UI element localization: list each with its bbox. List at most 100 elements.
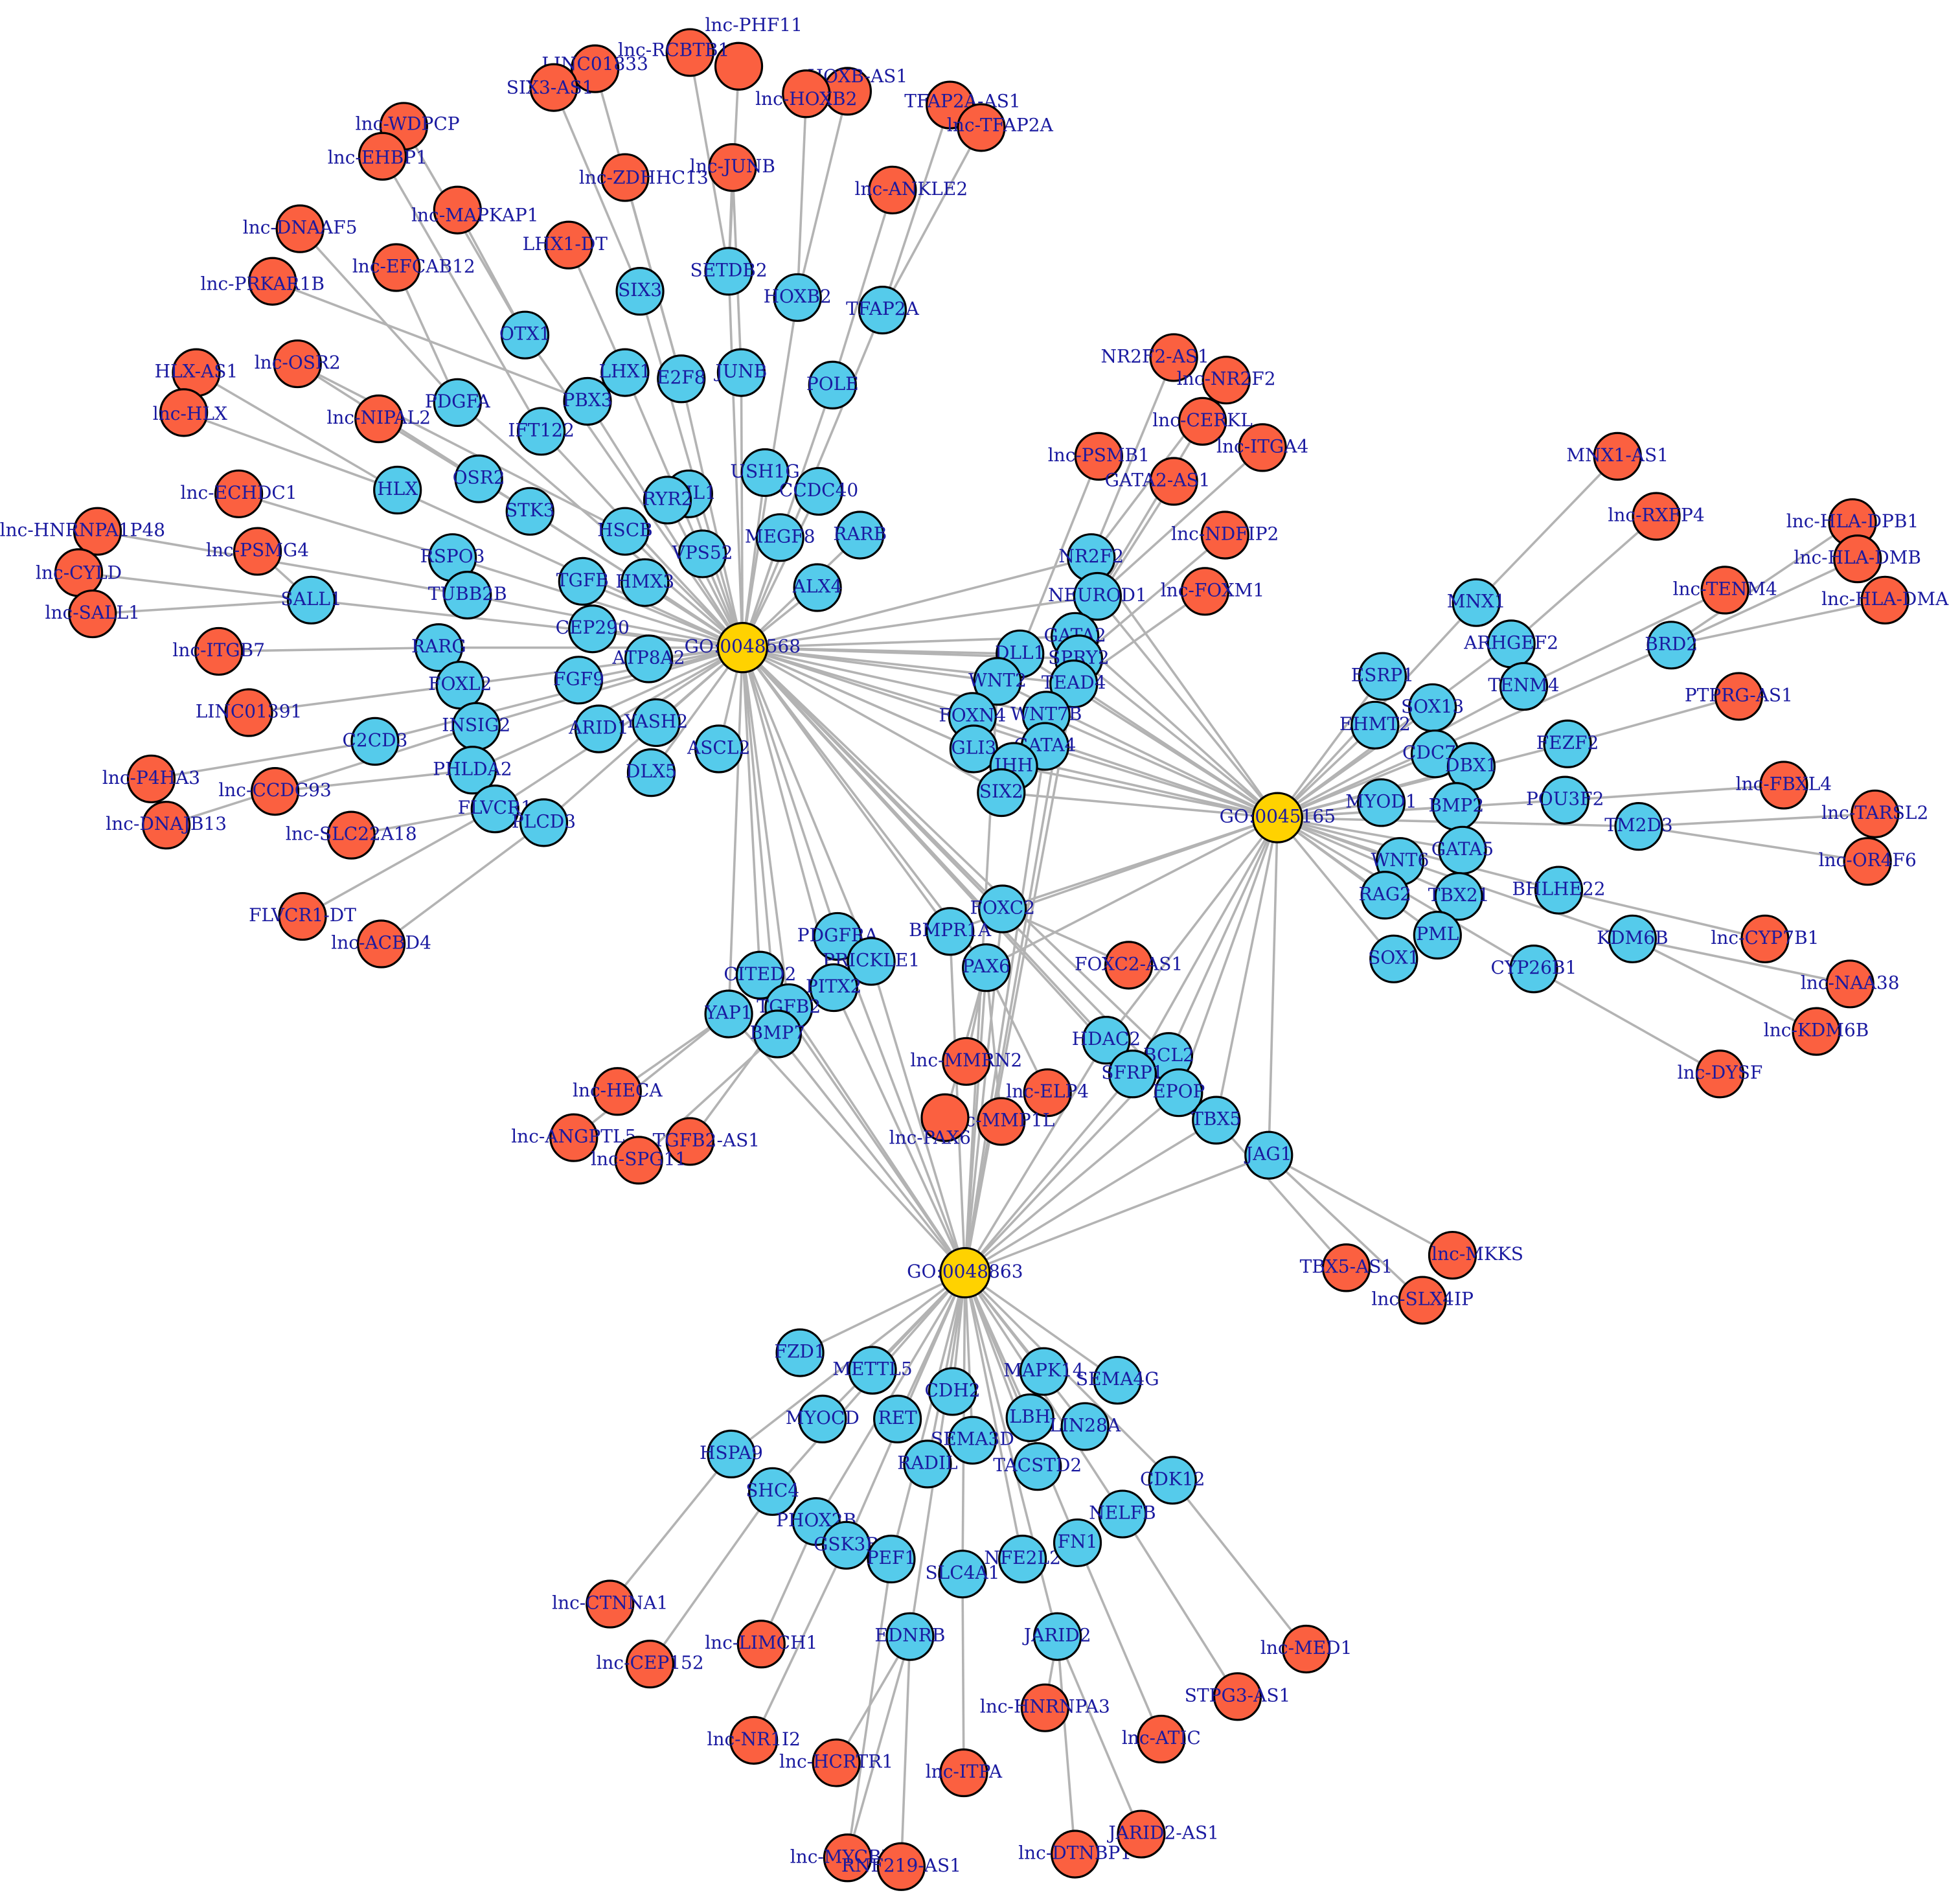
mrna-node-flvcr1[interactable]: FLVCR1 (458, 785, 532, 834)
mrna-node-ccdc40[interactable]: CCDC40 (779, 466, 858, 516)
mrna-node-epop[interactable]: EPOP (1152, 1068, 1205, 1118)
mrna-node-gsk3b[interactable]: GSK3B (814, 1520, 879, 1570)
mrna-node-mnx1[interactable]: MNX1 (1447, 578, 1506, 627)
mrna-node-bmpr1a[interactable]: BMPR1A (909, 907, 992, 956)
mrna-node-sall1[interactable]: SALL1 (280, 575, 342, 625)
mrna-node-cep290[interactable]: CEP290 (556, 604, 630, 654)
mrna-node-ednrb[interactable]: EDNRB (874, 1612, 945, 1661)
mrna-node-cdh2[interactable]: CDH2 (924, 1367, 981, 1416)
mrna-node-arhgef2[interactable]: ARHGEF2 (1463, 619, 1558, 669)
mrna-node-hdac2[interactable]: HDAC2 (1072, 1016, 1141, 1065)
mrna-node-cyp26b1[interactable]: CYP26B1 (1491, 945, 1577, 994)
mrna-node-gata5[interactable]: GATA5 (1431, 825, 1494, 875)
mrna-node-tbx21[interactable]: TBX21 (1428, 872, 1490, 921)
mrna-node-fn1[interactable]: FN1 (1053, 1518, 1102, 1568)
lncrna-node-lnc-mkks[interactable]: lnc-MKKS (1428, 1230, 1523, 1280)
lncrna-node-hlx-as1[interactable]: HLX-AS1 (155, 348, 238, 397)
mrna-node-yap1[interactable]: YAP1 (704, 989, 753, 1038)
mrna-node-tbx5[interactable]: TBX5 (1191, 1095, 1241, 1145)
mrna-node-tgfb[interactable]: TGFB (556, 556, 609, 606)
mrna-node-megf8[interactable]: MEGF8 (745, 513, 815, 562)
mrna-node-pax6[interactable]: PAX6 (962, 943, 1011, 992)
mrna-node-esrp1[interactable]: ESRP1 (1351, 652, 1414, 701)
lncrna-node-lnc-ehbp1[interactable]: lnc-EHBP1 (328, 132, 427, 181)
lncrna-node-lnc-limch1[interactable]: lnc-LIMCH1 (705, 1620, 817, 1669)
lncrna-node-lnc-pax6[interactable]: lnc-PAX6 (889, 1093, 971, 1149)
mrna-node-dlx5[interactable]: DLX5 (626, 748, 677, 797)
lncrna-node-lnc-rxfp4[interactable]: lnc-RXFP4 (1608, 492, 1705, 541)
lncrna-node-lnc-junb[interactable]: lnc-JUNB (690, 143, 775, 192)
mrna-node-radil[interactable]: RADIL (897, 1439, 958, 1489)
mrna-node-hlx[interactable]: HLX (373, 465, 422, 515)
mrna-node-tubb2b[interactable]: TUBB2B (428, 571, 507, 620)
lncrna-node-lnc-or4f6[interactable]: lnc-OR4F6 (1819, 837, 1917, 886)
lncrna-node-lnc-slx4ip[interactable]: lnc-SLX4IP (1371, 1276, 1474, 1325)
lncrna-node-jarid2-as1[interactable]: JARID2-AS1 (1106, 1809, 1219, 1859)
mrna-node-tacstd2[interactable]: TACSTD2 (993, 1442, 1082, 1491)
mrna-node-nfe2l2[interactable]: NFE2L2 (984, 1534, 1061, 1584)
lncrna-node-lnc-tfap2a[interactable]: lnc-TFAP2A (947, 103, 1054, 152)
go-term-node-go-0048863[interactable]: GO:0048863 (907, 1246, 1023, 1299)
lncrna-node-lnc-mapkap1[interactable]: lnc-MAPKAP1 (411, 185, 539, 235)
mrna-node-pole[interactable]: POLE (806, 360, 859, 409)
lncrna-node-lnc-sall1[interactable]: lnc-SALL1 (45, 589, 141, 639)
lncrna-node-lnc-itga4[interactable]: lnc-ITGA4 (1216, 423, 1308, 472)
lncrna-node-lnc-hla-dmb[interactable]: lnc-HLA-DMB (1794, 534, 1921, 584)
mrna-node-jarid2[interactable]: JARID2 (1022, 1612, 1091, 1661)
lncrna-node-lnc-slc22a18[interactable]: lnc-SLC22A18 (286, 810, 417, 860)
lncrna-node-lnc-prkar1b[interactable]: lnc-PRKAR1B (201, 257, 325, 306)
lncrna-node-lnc-osr2[interactable]: lnc-OSR2 (255, 339, 341, 389)
mrna-node-hoxb2[interactable]: HOXB2 (764, 273, 832, 322)
mrna-node-ascl2[interactable]: ASCL2 (687, 724, 750, 774)
lncrna-node-lnc-cyp7b1[interactable]: lnc-CYP7B1 (1711, 914, 1819, 963)
mrna-node-dbx1[interactable]: DBX1 (1445, 742, 1498, 791)
mrna-node-ryr2[interactable]: RYR2 (643, 476, 693, 525)
mrna-node-ift122[interactable]: IFT122 (508, 407, 575, 456)
lncrna-node-lnc-med1[interactable]: lnc-MED1 (1260, 1624, 1352, 1674)
mrna-node-pml[interactable]: PML (1413, 910, 1462, 960)
mrna-node-fgf9[interactable]: FGF9 (553, 656, 604, 705)
lncrna-node-lnc-cerkl[interactable]: lnc-CERKL (1152, 396, 1253, 446)
mrna-node-alx4[interactable]: ALX4 (792, 563, 843, 612)
lncrna-node-lnc-kdm6b[interactable]: lnc-KDM6B (1764, 1007, 1869, 1056)
lncrna-node-lnc-acbd4[interactable]: lnc-ACBD4 (331, 919, 431, 969)
mrna-node-rarg[interactable]: RARG (411, 623, 466, 672)
lncrna-node-lnc-tenm4[interactable]: lnc-TENM4 (1673, 566, 1777, 615)
mrna-node-arid1[interactable]: ARID1 (568, 704, 629, 753)
mrna-node-hspa9[interactable]: HSPA9 (700, 1429, 763, 1479)
mrna-node-fzd1[interactable]: FZD1 (775, 1328, 826, 1377)
lncrna-node-lnc-psmg4[interactable]: lnc-PSMG4 (206, 527, 309, 576)
lncrna-node-lnc-itpa[interactable]: lnc-ITPA (926, 1748, 1003, 1798)
mrna-node-lhx1[interactable]: LHX1 (599, 348, 652, 397)
mrna-node-pdgfra[interactable]: PDGFRA (797, 912, 878, 961)
mrna-node-pef1[interactable]: PEF1 (867, 1534, 917, 1584)
mrna-node-setdb2[interactable]: SETDB2 (690, 247, 768, 296)
lncrna-node-linc01391[interactable]: LINC01391 (196, 688, 302, 737)
lncrna-node-lnc-cep152[interactable]: lnc-CEP152 (596, 1640, 704, 1689)
go-term-node-go-0045165[interactable]: GO:0045165 (1220, 792, 1336, 843)
mrna-node-rarb[interactable]: RARB (833, 510, 887, 560)
lncrna-node-lnc-hcrtr1[interactable]: lnc-HCRTR1 (779, 1738, 893, 1787)
mrna-node-rag2[interactable]: RAG2 (1359, 871, 1411, 920)
mrna-node-lin28a[interactable]: LIN28A (1049, 1402, 1121, 1451)
mrna-node-bhlhe22[interactable]: BHLHE22 (1512, 866, 1606, 915)
lncrna-node-lnc-elp4[interactable]: lnc-ELP4 (1006, 1068, 1089, 1118)
lncrna-node-lnc-psmb1[interactable]: lnc-PSMB1 (1048, 431, 1150, 481)
lncrna-node-lnc-dnaaf5[interactable]: lnc-DNAAF5 (243, 204, 358, 253)
mrna-node-e2f8[interactable]: E2F8 (657, 354, 706, 404)
mrna-node-sema3d[interactable]: SEMA3D (931, 1416, 1014, 1465)
lncrna-node-lnc-dnajb13[interactable]: lnc-DNAJB13 (106, 801, 227, 850)
lncrna-node-lnc-naa38[interactable]: lnc-NAA38 (1801, 959, 1900, 1009)
mrna-node-cdk12[interactable]: CDK12 (1140, 1456, 1205, 1505)
lncrna-node-lnc-foxm1[interactable]: lnc-FOXM1 (1161, 567, 1264, 616)
lncrna-node-lnc-echdc1[interactable]: lnc-ECHDC1 (181, 469, 297, 518)
mrna-node-c2cd3[interactable]: C2CD3 (342, 717, 407, 766)
mrna-node-bmp2[interactable]: BMP2 (1428, 782, 1484, 831)
mrna-node-mettl5[interactable]: METTL5 (832, 1346, 913, 1395)
mrna-node-foxc2[interactable]: FOXC2 (970, 884, 1035, 934)
mrna-node-brd2[interactable]: BRD2 (1645, 621, 1698, 670)
lncrna-node-lnc-tarsl2[interactable]: lnc-TARSL2 (1821, 789, 1928, 838)
mrna-node-foxl2[interactable]: FOXL2 (428, 660, 492, 710)
mrna-node-cited2[interactable]: CITED2 (724, 950, 796, 1000)
mrna-node-gli3[interactable]: GLI3 (949, 724, 998, 774)
